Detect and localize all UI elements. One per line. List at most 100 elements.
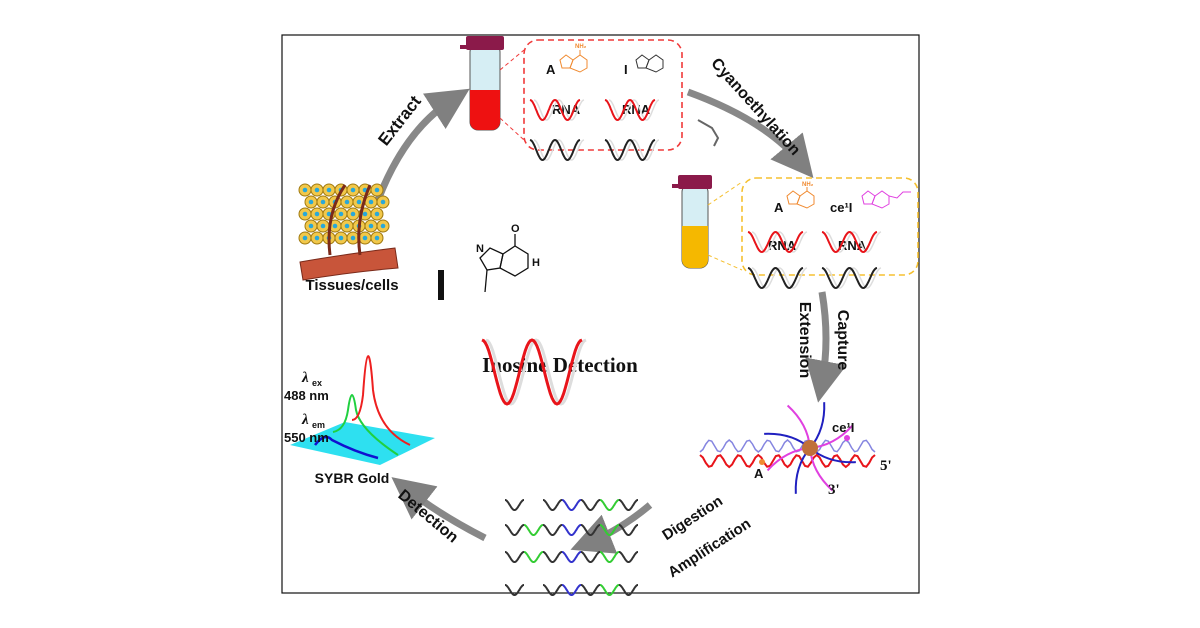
amplified-dna-segment bbox=[504, 551, 525, 563]
cell-nucleus bbox=[314, 211, 320, 217]
cell-nucleus bbox=[338, 211, 344, 217]
amplified-dna-segment bbox=[580, 584, 601, 596]
detection-arrow bbox=[391, 477, 487, 542]
adenine-marker bbox=[759, 459, 765, 465]
structure-atom-h: H bbox=[532, 257, 540, 269]
lambda-em-symbol: λ bbox=[301, 412, 309, 428]
cell-nucleus bbox=[350, 235, 356, 241]
red-box-strand-i bbox=[604, 98, 656, 122]
yellow-box-adenine-nh2-label: NH₂ bbox=[802, 182, 814, 188]
cell-nucleus bbox=[374, 187, 380, 193]
red-box-rna-strand-2-back bbox=[608, 139, 660, 161]
acrylonitrile-icon bbox=[697, 119, 720, 147]
cell-nucleus bbox=[302, 187, 308, 193]
red-sample-tube bbox=[460, 36, 504, 131]
amplified-dna-segment bbox=[504, 524, 525, 536]
zoom-lines-red bbox=[499, 49, 525, 141]
cell-nucleus bbox=[374, 211, 380, 217]
cell-nucleus bbox=[368, 199, 374, 205]
amplified-dna-segment bbox=[599, 551, 620, 563]
yellow-box-rna-strand-1-back bbox=[751, 267, 808, 289]
lambda-ex-sub: ex bbox=[312, 378, 322, 388]
tissue-cells-illustration bbox=[298, 183, 399, 281]
red-box-base-a: A bbox=[546, 62, 556, 77]
gold-nanoparticle bbox=[802, 440, 818, 456]
cell-nucleus bbox=[302, 211, 308, 217]
red-box-rna-strand-1-back bbox=[533, 139, 585, 161]
yellow-sample-tube bbox=[672, 175, 712, 269]
spectrum-green-curve bbox=[332, 394, 399, 456]
yellow-box-strand-a-back bbox=[751, 231, 808, 253]
cell-nucleus bbox=[302, 235, 308, 241]
ce1i-marker bbox=[844, 435, 850, 441]
cell-nucleus bbox=[368, 223, 374, 229]
cell-nucleus bbox=[362, 235, 368, 241]
ce1i-structure-icon bbox=[861, 190, 911, 209]
amplified-dna-segment bbox=[561, 499, 582, 511]
cell-nucleus bbox=[356, 199, 362, 205]
cell-nucleus bbox=[362, 211, 368, 217]
inosine-detection-title: Inosine Detection bbox=[482, 353, 638, 377]
amplified-dna-segment bbox=[504, 584, 525, 596]
tissues-cells-label: Tissues/cells bbox=[305, 277, 398, 294]
red-box-adenine-nh2-label: NH₂ bbox=[575, 44, 587, 50]
lambda-ex-value: 488 nm bbox=[284, 388, 329, 403]
amplified-dna-segment bbox=[580, 551, 601, 563]
probe-3-prime-label: 3' bbox=[828, 482, 840, 498]
yellow-box-rna-strand-2-back bbox=[825, 267, 882, 289]
amplified-dna-segment bbox=[561, 524, 582, 536]
cell-nucleus bbox=[344, 223, 350, 229]
amplified-dna-segment bbox=[542, 551, 563, 563]
yellow-box-rna-strand-2 bbox=[821, 266, 878, 290]
capture-arrow bbox=[805, 291, 847, 403]
amplified-dna-segment bbox=[523, 551, 544, 563]
cell-nucleus bbox=[350, 187, 356, 193]
red-box-rna-strand-2 bbox=[604, 138, 656, 162]
inosine-structure-icon bbox=[479, 234, 529, 293]
lambda-em-sub: em bbox=[312, 420, 325, 430]
amplified-dna-segment bbox=[542, 499, 563, 511]
amplified-dna-segment bbox=[599, 524, 620, 536]
yellow-box-strand-ce1i bbox=[821, 230, 878, 254]
capillaries bbox=[327, 184, 372, 256]
cell-nucleus bbox=[380, 223, 386, 229]
structure-atom-o: O bbox=[511, 223, 520, 235]
amplified-dna-segment bbox=[504, 499, 525, 511]
cell-nucleus bbox=[374, 235, 380, 241]
center-rna-strand bbox=[481, 338, 583, 406]
cell-nucleus bbox=[314, 235, 320, 241]
lambda-ex-symbol: λ bbox=[301, 370, 309, 386]
cell-nucleus bbox=[320, 223, 326, 229]
yellow-box-strand-ce1i-back bbox=[825, 231, 882, 253]
yellow-box-base-a: A bbox=[774, 200, 784, 215]
probe-ce1i-label: ce¹I bbox=[832, 420, 854, 435]
capture-label: Capture bbox=[834, 310, 851, 371]
inosine-structure-small-icon bbox=[635, 54, 664, 73]
red-box-strand-i-back bbox=[608, 99, 660, 121]
adenine-structure-icon bbox=[559, 50, 588, 73]
yellow-box-strand-a bbox=[747, 230, 804, 254]
red-dashed-box bbox=[523, 39, 683, 151]
red-box-strand-a bbox=[529, 98, 581, 122]
yellow-box-rna-strand-1 bbox=[747, 266, 804, 290]
cell-nucleus bbox=[332, 223, 338, 229]
cell-nucleus bbox=[308, 223, 314, 229]
adenine-structure-icon bbox=[786, 187, 815, 209]
cell-nucleus bbox=[314, 187, 320, 193]
cell-nucleus bbox=[326, 211, 332, 217]
zoom-lines-yellow bbox=[707, 181, 743, 271]
spectrum-plane bbox=[290, 422, 435, 465]
blood-vessel bbox=[299, 247, 399, 281]
spectrum-blue-curve bbox=[314, 435, 379, 460]
red-box-strand-a-back bbox=[533, 99, 585, 121]
yellow-dashed-box bbox=[741, 177, 919, 276]
amplified-dna-segment bbox=[561, 584, 582, 596]
cell-nucleus bbox=[380, 199, 386, 205]
capture-probe-illustration bbox=[699, 402, 876, 494]
amplified-dna-segment bbox=[599, 499, 620, 511]
amplified-dna-segment bbox=[618, 499, 639, 511]
inosine-bar-symbol bbox=[438, 270, 444, 300]
sybr-gold-label: SYBR Gold bbox=[315, 470, 390, 486]
cell-nucleus bbox=[338, 235, 344, 241]
